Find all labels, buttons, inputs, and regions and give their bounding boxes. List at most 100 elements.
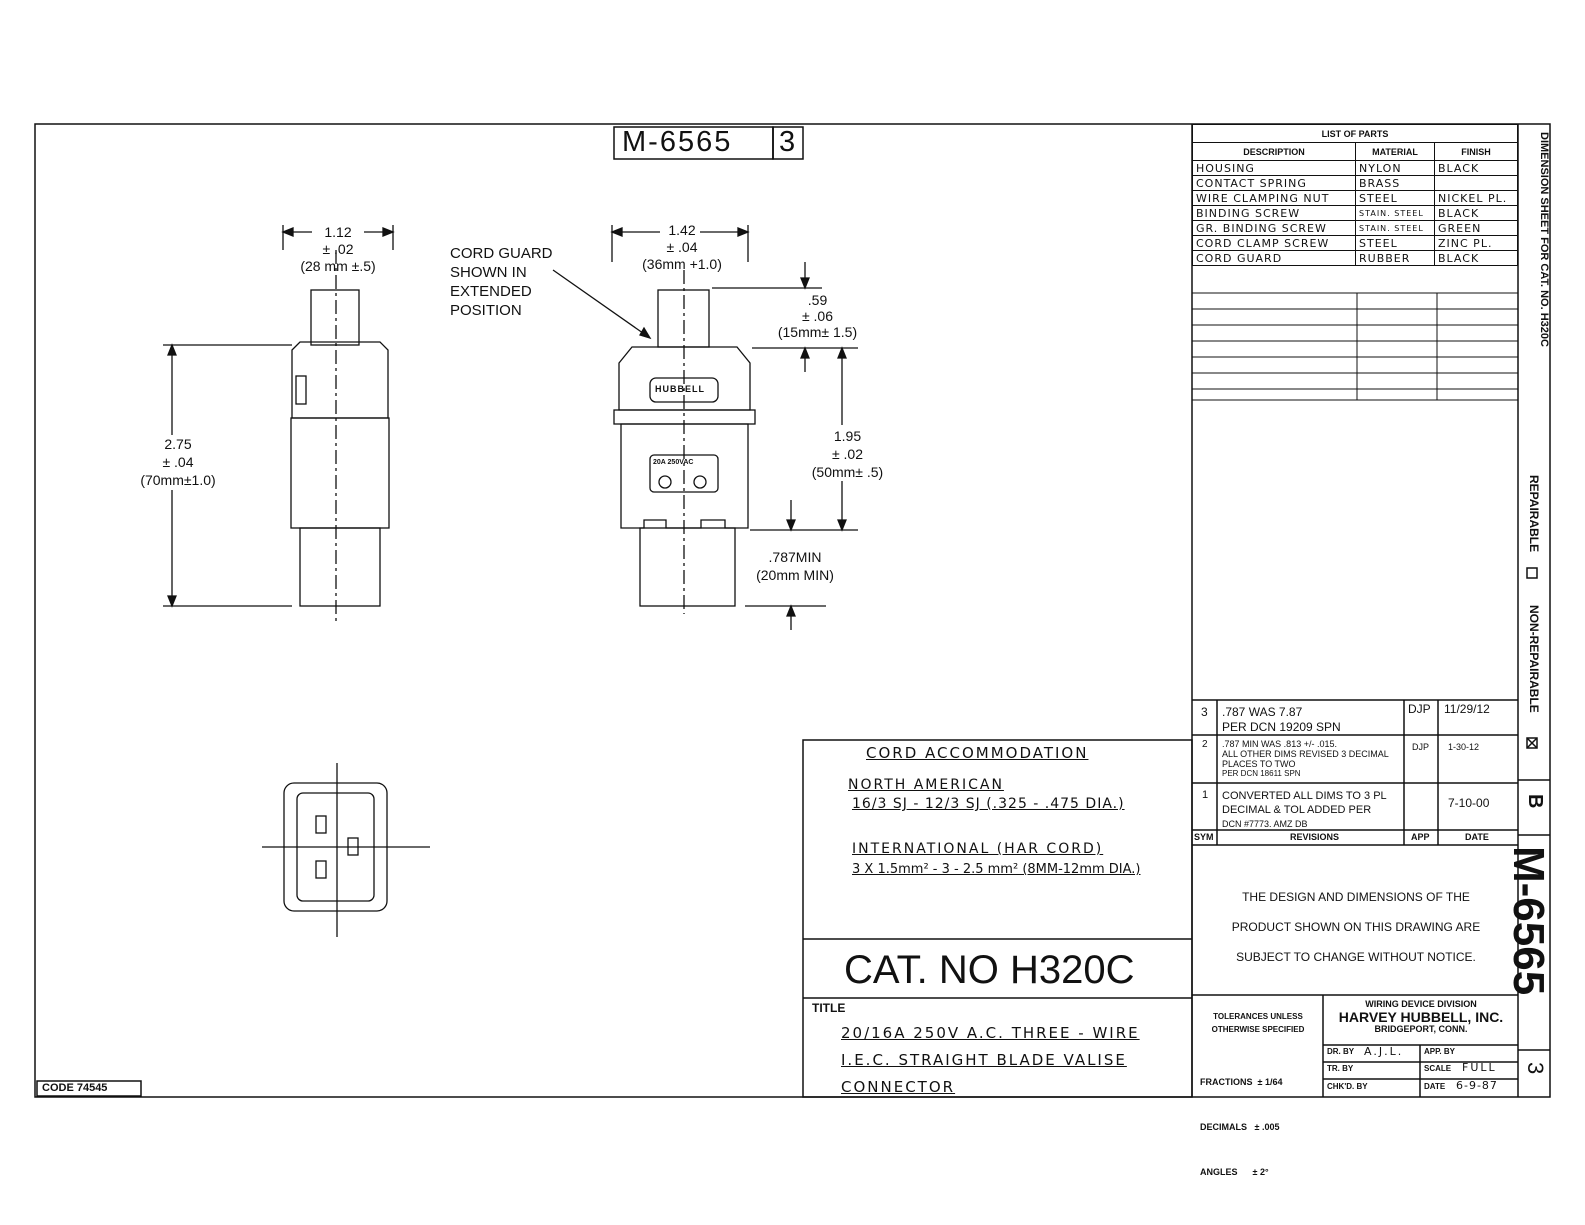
body-in: 1.95: [833, 428, 862, 444]
notice-line: PRODUCT SHOWN ON THIS DRAWING ARE: [1231, 920, 1481, 934]
repairable-label: REPAIRABLE: [1527, 475, 1541, 553]
drawing-number: M-6565: [622, 126, 733, 158]
parts-list-empty-rows: [1192, 292, 1518, 401]
part-description: BINDING SCREW: [1192, 205, 1356, 221]
parts-header-material: MATERIAL: [1355, 142, 1435, 161]
parts-list: LIST OF PARTS DESCRIPTION MATERIAL FINIS…: [1192, 124, 1518, 266]
title-lines: 20/16A 250V A.C. THREE - WIRE I.E.C. STR…: [841, 1020, 1140, 1101]
tolerances-values: FRACTIONS ± 1/64 DECIMALS ± .005 ANGLES …: [1200, 1045, 1282, 1195]
company-name: HARVEY HUBBELL, INC.: [1338, 1009, 1504, 1025]
cat-no: CAT. NO H320C: [844, 948, 1135, 992]
rev-1-desc: CONVERTED ALL DIMS TO 3 PL DECIMAL & TOL…: [1222, 789, 1387, 831]
part-material: NYLON: [1355, 160, 1435, 176]
part-description: WIRE CLAMPING NUT: [1192, 190, 1356, 206]
rating-label: 20A 250VAC: [653, 459, 694, 466]
date-value: 6-9-87: [1456, 1079, 1498, 1092]
rev-line: PLACES TO TWO: [1222, 759, 1296, 769]
part-finish: NICKEL PL.: [1434, 190, 1518, 206]
side-width-mm: (28 mm ±.5): [300, 258, 376, 274]
rev-header-sym: SYM: [1194, 832, 1214, 842]
front-width-mm: (36mm +1.0): [642, 256, 722, 272]
rev-header-revisions: REVISIONS: [1290, 832, 1340, 842]
drawing-sheet-number: 3: [779, 126, 796, 158]
part-material: RUBBER: [1355, 250, 1435, 266]
side-view: [163, 225, 394, 622]
dimension-sheet-label: DIMENSION SHEET FOR CAT. NO. H320C: [1538, 132, 1550, 347]
big-drawing-number: M-6565: [1504, 846, 1553, 996]
cord-accommodation-title: CORD ACCOMMODATION: [866, 744, 1089, 762]
north-american-label: NORTH AMERICAN: [848, 777, 1004, 793]
rev-2-desc: .787 MIN WAS .813 +/- .015. ALL OTHER DI…: [1222, 739, 1389, 779]
part-material: STAIN. STEEL: [1355, 220, 1435, 236]
sheet-border: [34, 123, 1551, 1098]
international-label: INTERNATIONAL (HAR CORD): [852, 841, 1104, 857]
guard-in: .59: [807, 292, 828, 308]
title-line: CONNECTOR: [841, 1078, 956, 1096]
part-material: STAIN. STEEL: [1355, 205, 1435, 221]
company-division: WIRING DEVICE DIVISION: [1365, 999, 1477, 1009]
cord-guard-note: CORD GUARD SHOWN IN EXTENDED POSITION: [450, 244, 553, 320]
part-finish: ZINC PL.: [1434, 235, 1518, 251]
rev-3-sym: 3: [1201, 705, 1208, 719]
parts-list-title: LIST OF PARTS: [1192, 124, 1518, 143]
side-width-tol: ± .02: [322, 241, 354, 257]
date-label: DATE: [1424, 1082, 1446, 1091]
parts-header-finish: FINISH: [1434, 142, 1518, 161]
rev-header-app: APP: [1411, 832, 1430, 842]
hubbell-logo: HUBBELL: [655, 384, 705, 394]
note-line: EXTENDED: [450, 283, 532, 300]
guard-dim: .59 ± .06 (15mm± 1.5): [770, 292, 865, 340]
tol-fractions: FRACTIONS ± 1/64: [1200, 1077, 1283, 1087]
rev-line: CONVERTED ALL DIMS TO 3 PL: [1222, 790, 1387, 802]
note-line: CORD GUARD: [450, 245, 553, 262]
guard-mm: (15mm± 1.5): [777, 324, 858, 340]
part-finish: BLACK: [1434, 160, 1518, 176]
part-description: HOUSING: [1192, 160, 1356, 176]
side-height-tol: ± .04: [162, 454, 194, 470]
dr-by-label: DR. BY: [1327, 1047, 1355, 1056]
non-repairable-checkbox: [1526, 737, 1538, 749]
rev-3-desc: .787 WAS 7.87 PER DCN 19209 SPN: [1222, 705, 1341, 735]
front-view: [167, 225, 858, 630]
blade-dim: .787MIN (20mm MIN): [745, 548, 845, 584]
side-width-dim: 1.12 ± .02 (28 mm ±.5): [288, 224, 388, 275]
title-label: TITLE: [812, 1001, 846, 1015]
front-width-dim: 1.42 ± .04 (36mm +1.0): [627, 222, 737, 273]
side-width-in: 1.12: [324, 224, 352, 240]
blade-in: .787MIN: [768, 549, 822, 565]
rev-2-app: DJP: [1412, 742, 1430, 752]
body-tol: ± .02: [831, 446, 864, 462]
part-material: STEEL: [1355, 190, 1435, 206]
chkd-by-label: CHK'D. BY: [1327, 1082, 1368, 1091]
side-height-in: 2.75: [164, 436, 192, 452]
part-description: GR. BINDING SCREW: [1192, 220, 1356, 236]
code-box: [36, 1080, 142, 1097]
rev-3-app: DJP: [1408, 702, 1431, 716]
body-dim: 1.95 ± .02 (50mm± .5): [800, 427, 895, 481]
rev-3-date: 11/29/12: [1444, 702, 1490, 716]
notice-line: SUBJECT TO CHANGE WITHOUT NOTICE.: [1236, 950, 1476, 964]
big-sheet-number: 3: [1523, 1062, 1548, 1075]
blade-mm: (20mm MIN): [756, 567, 834, 583]
rev-line: ALL OTHER DIMS REVISED 3 DECIMAL: [1222, 749, 1389, 759]
code-label: CODE 74545: [42, 1082, 108, 1094]
rev-line: .787 WAS 7.87: [1222, 705, 1303, 719]
rev-line: .787 MIN WAS .813 +/- .015.: [1222, 739, 1337, 749]
guard-tol: ± .06: [801, 308, 834, 324]
front-width-in: 1.42: [668, 222, 696, 238]
revision-letter: B: [1524, 794, 1546, 809]
face-view: [262, 763, 430, 937]
part-description: CORD GUARD: [1192, 250, 1356, 266]
notice-line: THE DESIGN AND DIMENSIONS OF THE: [1242, 890, 1470, 904]
part-material: BRASS: [1355, 175, 1435, 191]
tol-decimals: DECIMALS ± .005: [1200, 1122, 1280, 1132]
company-block: WIRING DEVICE DIVISION HARVEY HUBBELL, I…: [1325, 1000, 1517, 1034]
part-finish: BLACK: [1434, 205, 1518, 221]
rev-line: PER DCN 19209 SPN: [1222, 720, 1341, 734]
international-value: 3 X 1.5mm² - 3 - 2.5 mm² (8MM-12mm DIA.): [852, 862, 1141, 877]
part-material: STEEL: [1355, 235, 1435, 251]
rev-2-date: 1-30-12: [1448, 742, 1480, 752]
repairable-checkbox: [1526, 567, 1538, 579]
